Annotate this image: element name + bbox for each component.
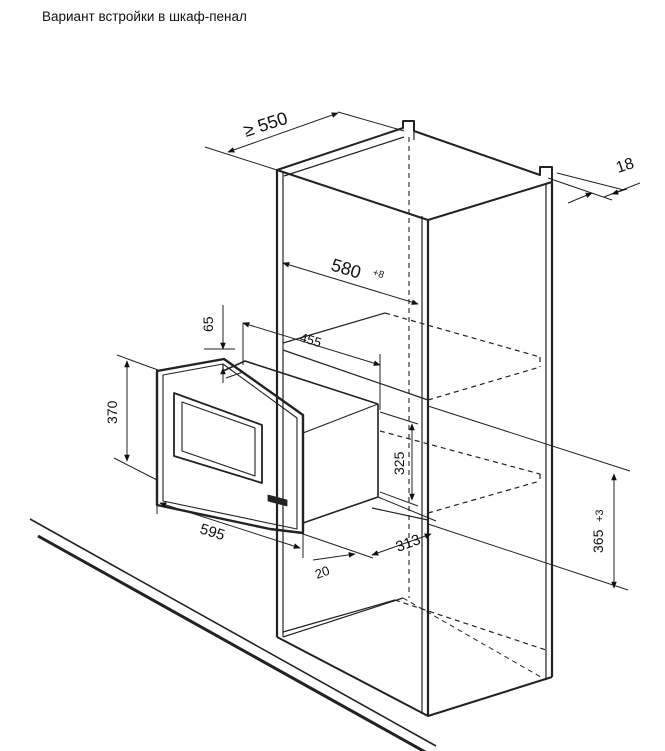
shelves	[282, 312, 547, 651]
dimension-lines	[113, 111, 641, 591]
dim-top-offset: 65	[200, 316, 216, 332]
dim-depth-min: ≥ 550	[241, 108, 290, 141]
dim-offset-20: 20	[313, 563, 332, 582]
dim-niche-width: 313	[394, 531, 423, 556]
dim-body-height: 325	[391, 451, 407, 475]
dim-niche-height-tol: +3	[594, 509, 606, 522]
dim-device-height: 370	[104, 400, 120, 424]
dim-niche-height: 365	[590, 529, 606, 553]
dim-device-width: 595	[198, 521, 227, 545]
dim-inner-depth-tol: +8	[371, 267, 386, 281]
floor-lines	[29, 518, 437, 751]
dim-niche-depth: 455	[298, 330, 323, 351]
cabinet	[275, 120, 554, 717]
dim-panel-thickness: 18	[614, 155, 636, 177]
microwave	[155, 357, 379, 535]
diagram-title: Вариант встройки в шкаф-пенал	[42, 9, 247, 24]
